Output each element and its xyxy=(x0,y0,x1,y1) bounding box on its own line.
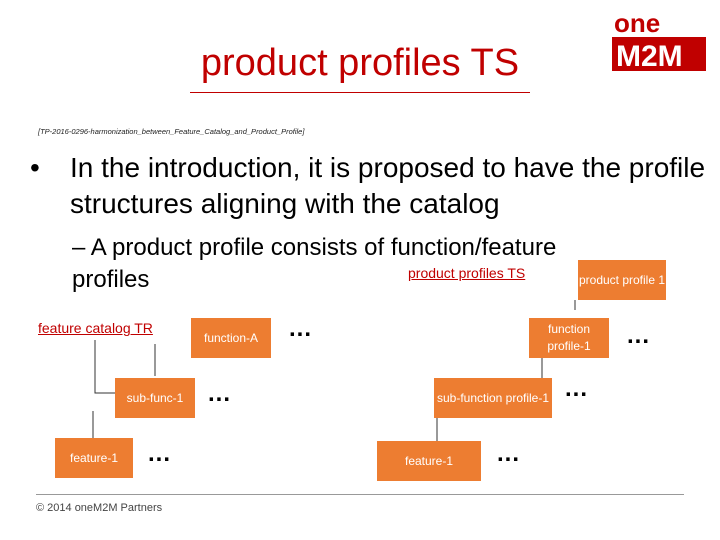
sub-bullet: – A product profile consists of function… xyxy=(72,234,557,293)
feature-catalog-header: feature catalog TR xyxy=(38,320,153,336)
onem2m-logo: one M2M xyxy=(612,8,708,73)
page-title: product profiles TS xyxy=(200,42,520,84)
svg-text:M2M: M2M xyxy=(616,40,683,72)
copyright-footer: © 2014 oneM2M Partners xyxy=(36,502,163,514)
function-a-box: function-A xyxy=(191,318,271,358)
title-underline xyxy=(190,92,530,93)
bullet-dot: • xyxy=(30,152,40,183)
ellipsis: ... xyxy=(565,375,589,402)
product-profile-1-box: product profile 1 xyxy=(578,260,666,300)
ellipsis: ... xyxy=(627,322,651,349)
ellipsis: ... xyxy=(289,315,313,342)
main-bullet-text: In the introduction, it is proposed to h… xyxy=(70,152,706,219)
ellipsis: ... xyxy=(208,380,232,407)
main-bullet: • In the introduction, it is proposed to… xyxy=(30,150,710,222)
feature-1-profile-box: feature-1 xyxy=(377,441,481,481)
document-reference: [TP-2016-0296-harmonization_between_Feat… xyxy=(38,127,305,136)
function-profile-1-box: function profile-1 xyxy=(529,318,609,358)
sub-function-profile-1-box: sub-function profile-1 xyxy=(434,378,552,418)
ellipsis: ... xyxy=(148,440,172,467)
svg-text:one: one xyxy=(614,8,660,38)
footer-divider xyxy=(36,494,684,495)
product-profiles-header: product profiles TS xyxy=(408,265,526,281)
sub-func-1-box: sub-func-1 xyxy=(115,378,195,418)
feature-1-box: feature-1 xyxy=(55,438,133,478)
ellipsis: ... xyxy=(497,440,521,467)
